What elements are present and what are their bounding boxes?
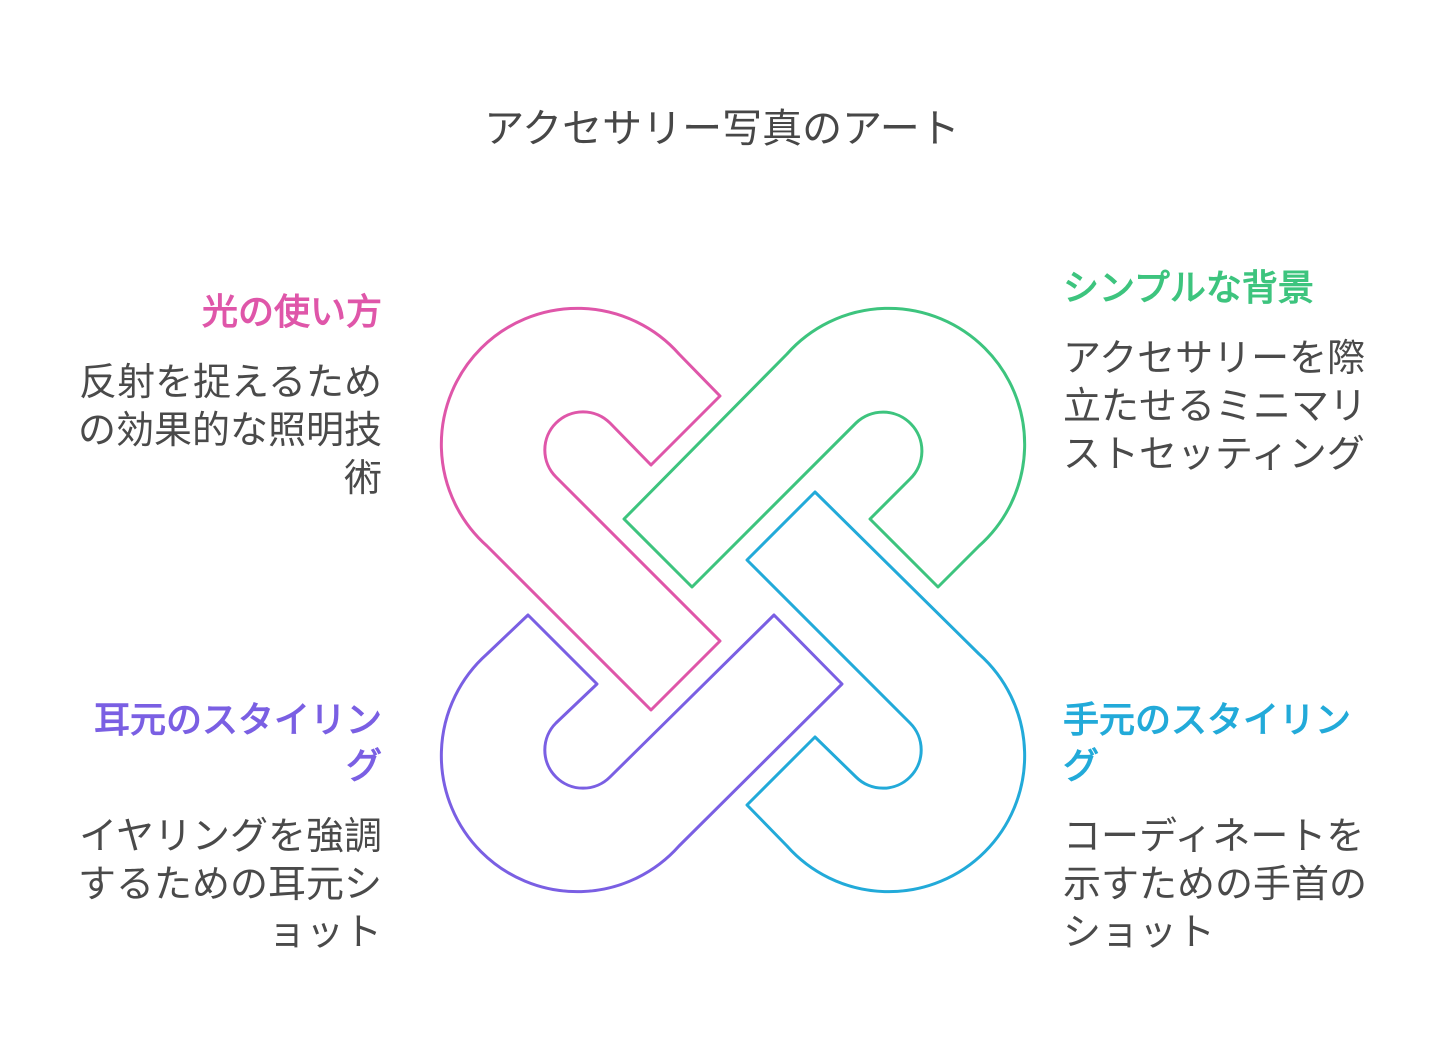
description-line: イヤリングを強調 [79,814,382,858]
heading-line: グ [1063,746,1100,787]
heading-line: 手元のスタイリン [1063,700,1352,741]
item-heading: シンプルな背景 [1063,266,1393,312]
item-description: アクセサリーを際 立たせるミニマリ ストセッティング [1063,334,1393,478]
heading-line: グ [345,746,382,787]
description-line: ショット [1063,910,1216,954]
item-description: イヤリングを強調 するための耳元シ ョット [52,812,382,956]
heading-line: 光の使い方 [201,292,382,333]
description-line: 反射を捉えるため [79,360,382,404]
item-heading: 光の使い方 [52,290,382,336]
description-line: 立たせるミニマリ [1063,384,1368,428]
heading-line: シンプルな背景 [1063,268,1314,309]
description-line: するための耳元シ [77,862,382,906]
pink-hook-shape [439,306,722,712]
description-line: 術 [343,456,382,500]
description-line: ストセッティング [1063,432,1365,476]
item-simple-background: シンプルな背景 アクセサリーを際 立たせるミニマリ ストセッティング [1063,266,1393,478]
green-hook-shape [622,306,1027,589]
diagram-title: アクセサリー写真のアート [484,106,960,152]
description-line: 示すための手首の [1063,862,1368,906]
description-line: の効果的な照明技 [77,408,382,452]
item-heading: 耳元のスタイリン グ [52,698,382,790]
description-line: ョット [267,910,382,954]
blue-hook-shape [745,490,1027,894]
description-line: コーディネートを [1063,814,1365,858]
item-description: 反射を捉えるため の効果的な照明技 術 [52,358,382,502]
purple-hook-shape [439,613,844,894]
item-lighting: 光の使い方 反射を捉えるため の効果的な照明技 術 [52,290,382,502]
item-hand-styling: 手元のスタイリン グ コーディネートを 示すための手首の ショット [1063,698,1393,956]
description-line: アクセサリーを際 [1063,336,1366,380]
item-heading: 手元のスタイリン グ [1063,698,1393,790]
item-ear-styling: 耳元のスタイリン グ イヤリングを強調 するための耳元シ ョット [52,698,382,956]
heading-line: 耳元のスタイリン [93,700,382,741]
item-description: コーディネートを 示すための手首の ショット [1063,812,1393,956]
